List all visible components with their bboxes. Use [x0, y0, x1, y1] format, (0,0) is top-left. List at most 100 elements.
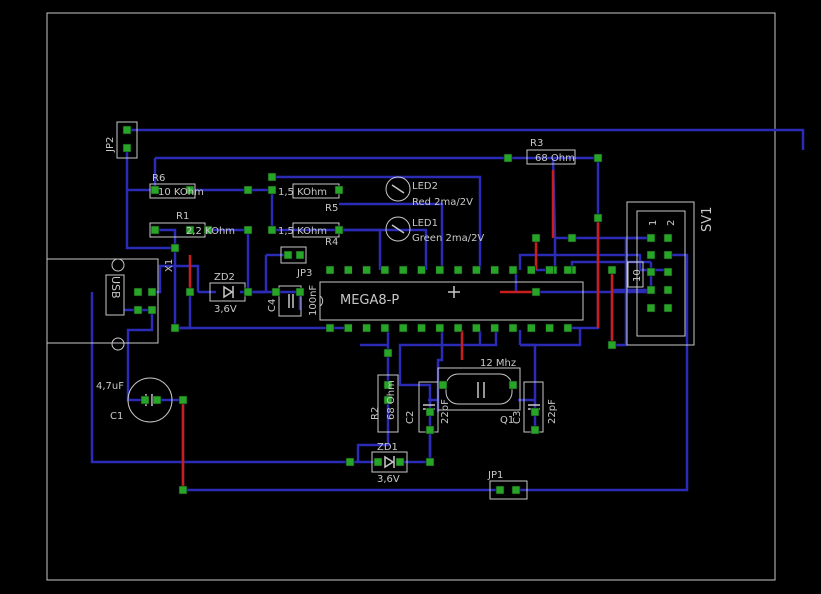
pad: [567, 233, 577, 243]
pad: [438, 380, 448, 390]
pad: [147, 287, 157, 297]
pad: [295, 250, 305, 260]
r1-label: R1: [176, 211, 189, 222]
ic-pin-pad: [398, 323, 408, 333]
ic-pin-pad: [380, 323, 390, 333]
led1-label: LED1: [412, 218, 438, 229]
pad: [334, 225, 344, 235]
pad: [646, 285, 656, 295]
jp3-label: JP3: [296, 268, 312, 279]
ic-pin-pad: [453, 265, 463, 275]
pad: [531, 233, 541, 243]
c3-label: C3: [512, 411, 523, 424]
pad: [267, 172, 277, 182]
pad: [663, 285, 673, 295]
pad: [373, 457, 383, 467]
pad: [663, 233, 673, 243]
pad: [147, 305, 157, 315]
pad: [150, 225, 160, 235]
ic-pin-pad: [435, 323, 445, 333]
c4-label: C4: [267, 299, 278, 312]
pad: [503, 153, 513, 163]
sv1-pin1-label: 1: [648, 220, 659, 226]
ic-pin-pad: [453, 323, 463, 333]
pad: [531, 287, 541, 297]
pad: [122, 143, 132, 153]
pad: [383, 348, 393, 358]
pad: [646, 267, 656, 277]
pad: [295, 287, 305, 297]
ic-pin-pad: [398, 265, 408, 275]
ic-pin-pad: [343, 265, 353, 275]
pad: [170, 243, 180, 253]
pad: [663, 250, 673, 260]
pad: [243, 225, 253, 235]
r6-value: 10 KOhm: [158, 187, 204, 198]
zd1-value: 3,6V: [377, 474, 400, 485]
pad: [425, 425, 435, 435]
pad: [178, 485, 188, 495]
r6-label: R6: [152, 173, 165, 184]
pad: [283, 250, 293, 260]
pad: [646, 233, 656, 243]
pad: [203, 225, 213, 235]
pad: [607, 340, 617, 350]
jp2-label: JP2: [105, 137, 116, 153]
led2-label: LED2: [412, 181, 438, 192]
sv1-pin2-label: 2: [666, 220, 677, 226]
pad: [133, 287, 143, 297]
ic-pin-pad: [362, 265, 371, 275]
pad: [395, 457, 405, 467]
ic-pin-pad: [362, 323, 371, 333]
r4-value: 1,5 KOhm: [278, 226, 327, 237]
r3-label: R3: [530, 138, 543, 149]
top-traces: [181, 170, 614, 490]
pad: [150, 185, 160, 195]
r1-value: 2,2 KOhm: [186, 226, 235, 237]
ic-pin-pad: [545, 265, 554, 275]
c1-label: C1: [110, 411, 123, 422]
r5-value: 1,5 KOhm: [278, 187, 327, 198]
ic-pin-pad: [380, 265, 390, 275]
pad: [425, 407, 435, 417]
pad: [646, 303, 656, 313]
c3-value: 22pF: [547, 399, 558, 424]
pad: [185, 185, 195, 195]
ic-pin-pad: [508, 265, 518, 275]
pad: [243, 185, 253, 195]
q1-label: Q1: [500, 415, 514, 426]
pad: [383, 395, 393, 405]
pad: [383, 380, 393, 390]
pad: [140, 395, 150, 405]
pad: [530, 407, 540, 417]
ic-pin-pad: [563, 323, 573, 333]
zd2-label: ZD2: [214, 272, 235, 283]
ic-pin-pad: [526, 323, 536, 333]
pad: [593, 213, 603, 223]
r4-label: R4: [325, 237, 338, 248]
pad: [646, 250, 656, 260]
ic-pin-pad: [435, 265, 445, 275]
pad: [178, 395, 188, 405]
pad: [185, 287, 195, 297]
ic-pin-pad: [490, 323, 500, 333]
c2-label: C2: [405, 411, 416, 424]
r2-label: R2: [370, 407, 381, 420]
pad: [185, 225, 195, 235]
silkscreen: [46, 121, 695, 500]
pad: [133, 305, 143, 315]
pad: [593, 153, 603, 163]
labels: JP2 R6 10 KOhm R1 2,2 KOhm 1,5 KOhm R5 1…: [96, 137, 715, 485]
sv1-pin10-label: 10: [632, 269, 643, 282]
ic-pin-pad: [472, 265, 481, 275]
led2-desc: Red 2ma/2V: [412, 197, 473, 208]
r5-label: R5: [325, 203, 338, 214]
pad: [425, 457, 435, 467]
jp1-label: JP1: [487, 470, 503, 481]
c2-value: 22pF: [440, 399, 451, 424]
usb-label: USB: [109, 276, 122, 299]
ic-pin-pad: [325, 323, 335, 333]
ic-pin-pad: [417, 323, 426, 333]
